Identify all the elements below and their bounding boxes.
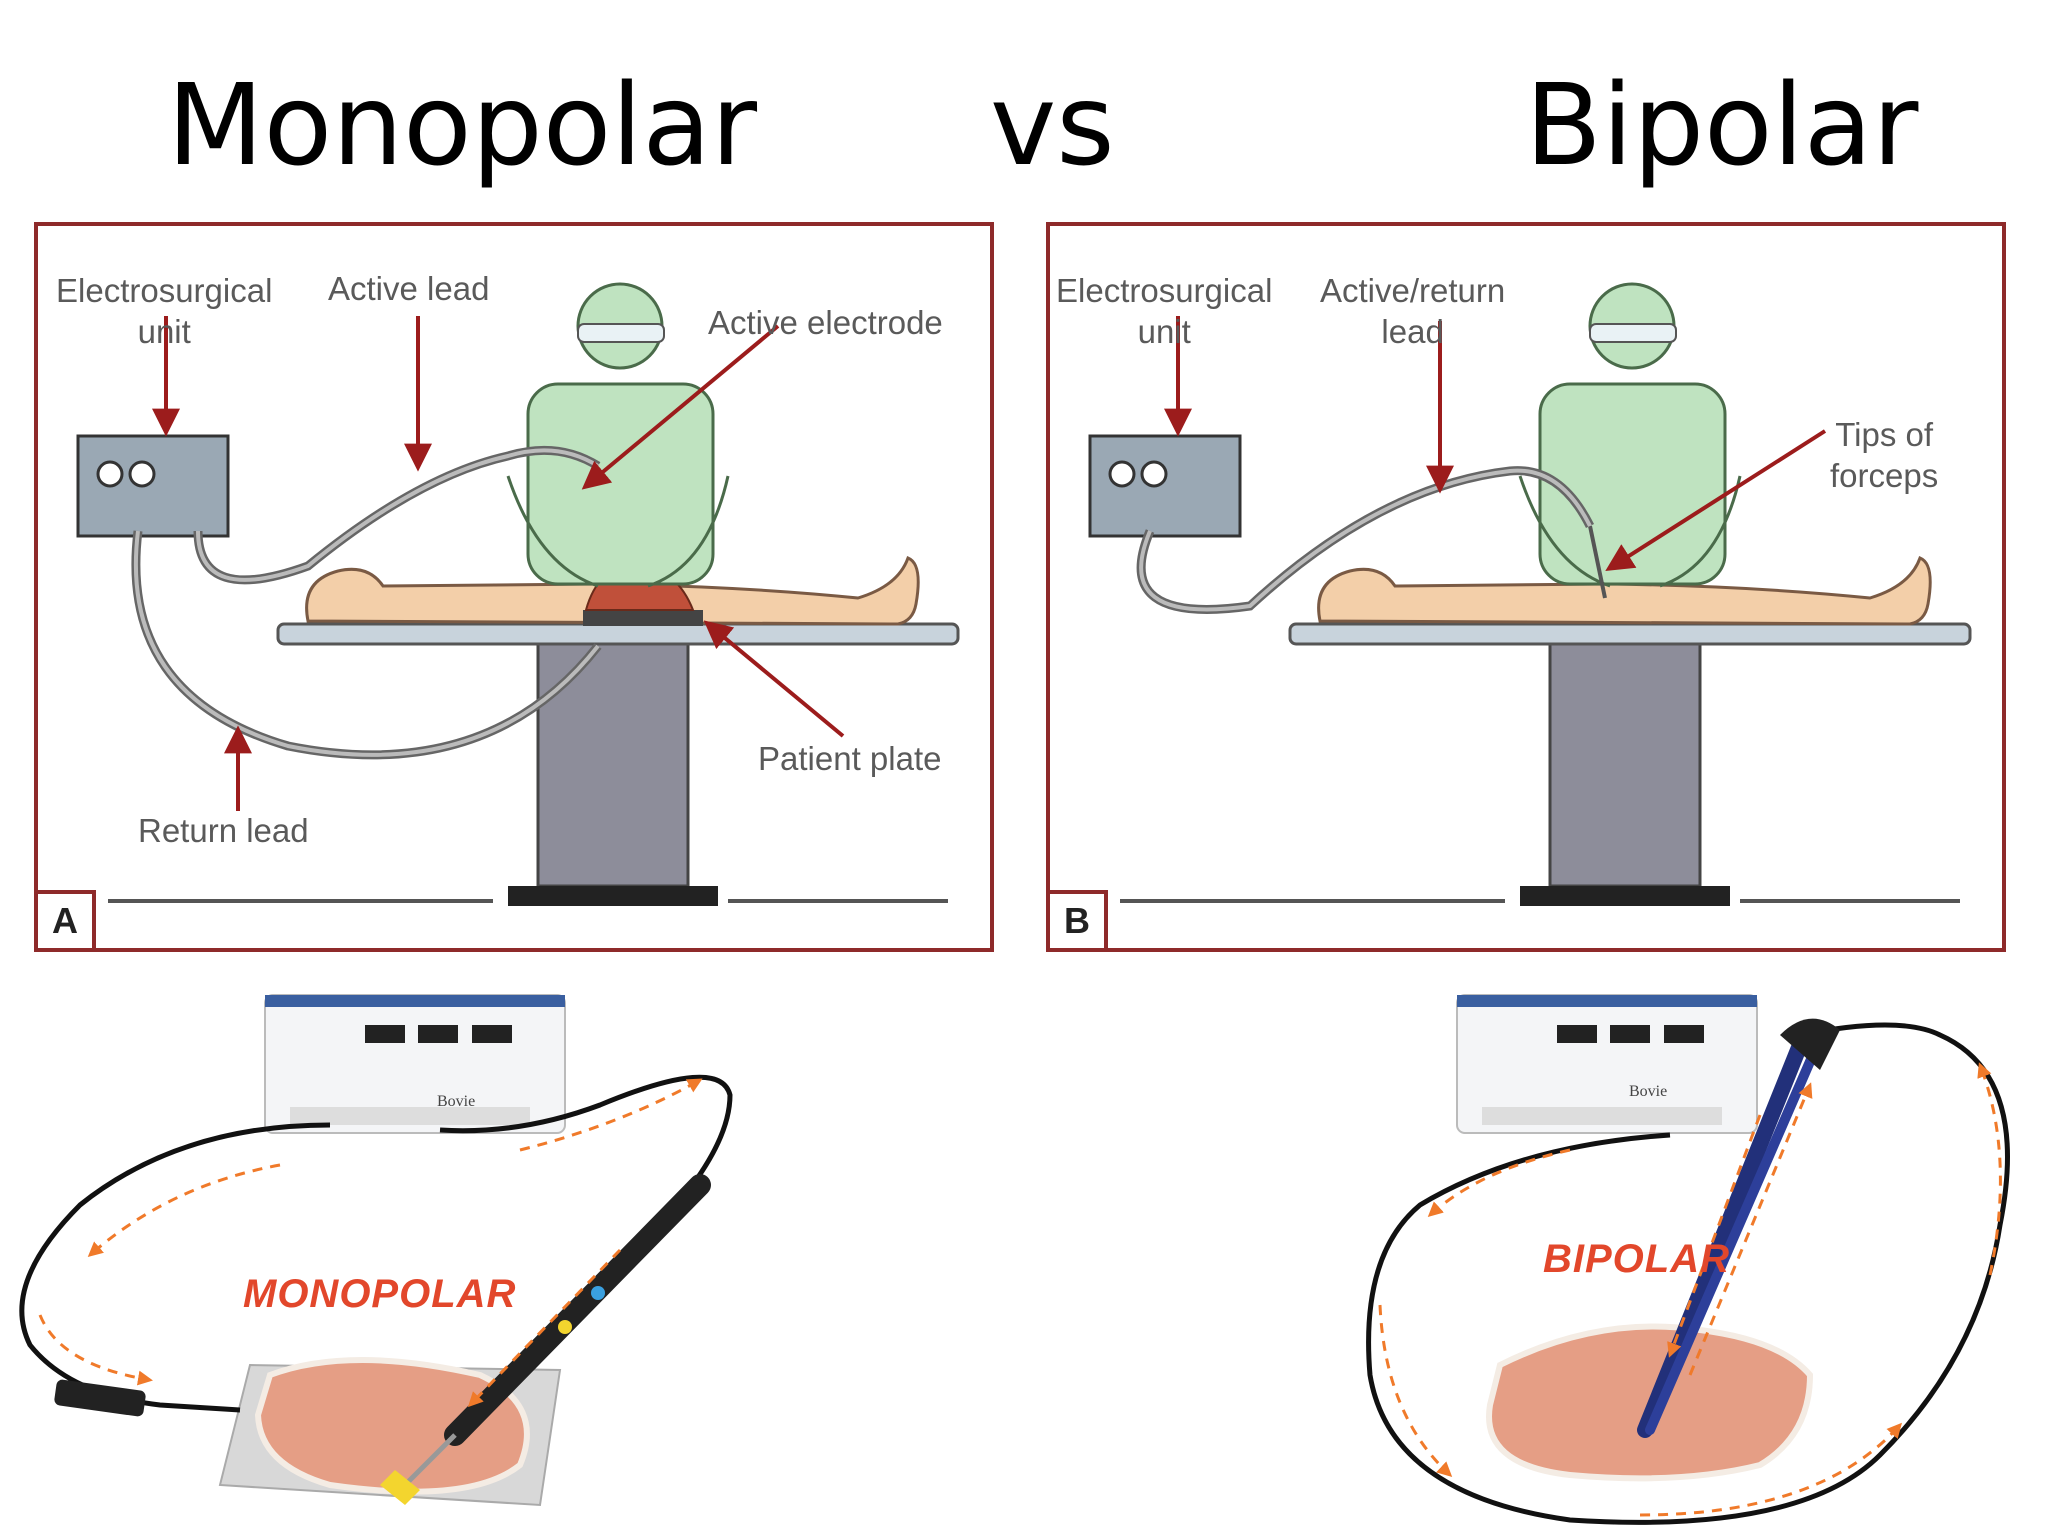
table-base: [508, 886, 718, 906]
label-esu: Electrosurgical unit: [1056, 272, 1273, 351]
patient: [1317, 556, 1932, 626]
table-top: [1288, 622, 1972, 646]
forceps: [1588, 525, 1607, 599]
title-vs: vs: [990, 61, 1115, 191]
title-bipolar: Bipolar: [1525, 61, 1919, 191]
label-return-lead: Return lead: [138, 812, 309, 849]
label-active-electrode: Active electrode: [708, 304, 943, 341]
goggles: [577, 323, 665, 343]
goggles: [1589, 323, 1677, 343]
electrosurgical-pencil: [444, 1174, 711, 1446]
generator-brand: Bovie: [437, 1093, 476, 1110]
patient-plate-pointer: [703, 620, 845, 738]
label-active-return-lead: Active/return lead: [1320, 272, 1506, 351]
electrosurgical-unit: [1088, 434, 1242, 538]
tissue: [254, 1357, 530, 1495]
bipolar-forceps: [1637, 1037, 1808, 1438]
surgeon: [1538, 382, 1727, 586]
electrosurgical-unit: [76, 434, 230, 538]
label-esu: Electrosurgical unit: [56, 272, 273, 351]
surgeon: [526, 382, 715, 586]
panel-b-bipolar-diagram: Electrosurgical unit Active/return lead …: [1046, 222, 2006, 952]
bipolar-photo: BIPOLAR Bovie: [1340, 975, 2048, 1535]
monopolar-illustration: [76, 282, 960, 906]
bipolar-illustration: [1088, 282, 1972, 906]
generator-brand: Bovie: [1629, 1083, 1668, 1100]
tips-of-forceps-pointer: [1605, 429, 1827, 572]
table-base: [1520, 886, 1730, 906]
table-column: [536, 614, 690, 888]
monopolar-mode-label: MONOPOLAR: [243, 1272, 517, 1316]
monopolar-device-illustration: [19, 994, 733, 1507]
table-column: [1548, 629, 1702, 888]
panel-letter-b: B: [1050, 890, 1108, 948]
table-top: [276, 622, 960, 646]
bipolar-mode-label: BIPOLAR: [1543, 1237, 1730, 1281]
title-monopolar: Monopolar: [167, 61, 758, 191]
panel-letter-a: A: [38, 890, 96, 948]
bipolar-device-illustration: [1366, 994, 2010, 1525]
label-active-lead: Active lead: [328, 270, 490, 307]
active-electrode-pointer: [581, 324, 780, 490]
active-cable: [439, 1074, 733, 1247]
panel-a-monopolar-diagram: Electrosurgical unit Active lead Active …: [34, 222, 994, 952]
label-patient-plate: Patient plate: [758, 740, 942, 777]
patient-plate: [583, 610, 703, 626]
label-tips-of-forceps: Tips of forceps: [1830, 416, 1939, 495]
monopolar-photo: MONOPOLAR Bovie: [0, 985, 760, 1535]
